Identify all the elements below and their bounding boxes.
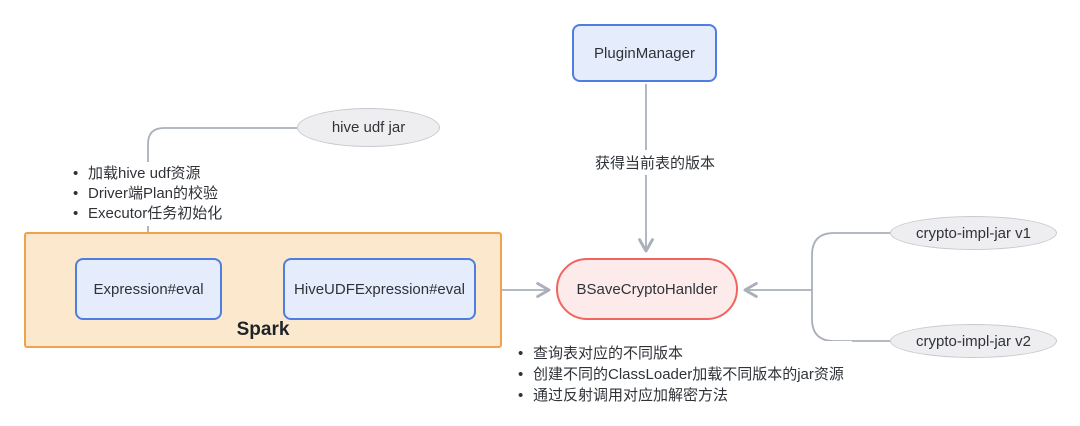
node-hive-udf-jar-label: hive udf jar (331, 119, 406, 136)
node-hive-udf-expression-eval: HiveUDFExpression#eval (283, 258, 476, 320)
node-crypto-impl-jar-v1-label: crypto-impl-jar v1 (915, 224, 1032, 242)
note-item: 查询表对应的不同版本 (513, 343, 844, 364)
node-expression-eval: Expression#eval (75, 258, 222, 320)
node-plugin-manager: PluginManager (572, 24, 717, 82)
node-crypto-impl-jar-v2-label: crypto-impl-jar v2 (915, 332, 1032, 350)
node-plugin-manager-label: PluginManager (594, 44, 695, 62)
node-hive-udf-jar: hive udf jar (297, 108, 440, 147)
node-expression-eval-label: Expression#eval (93, 280, 204, 298)
edge-cryptojars-fork (811, 232, 890, 342)
spark-group-label: Spark (236, 319, 290, 340)
handler-note-list: 查询表对应的不同版本 创建不同的ClassLoader加载不同版本的jar资源 … (513, 341, 852, 408)
node-bsave-crypto-handler-label: BSaveCryptoHanlder (576, 280, 718, 298)
hive-udf-note-list: 加载hive udf资源 Driver端Plan的校验 Executor任务初始… (68, 162, 231, 226)
note-item: Executor任务初始化 (68, 204, 222, 224)
node-crypto-impl-jar-v1: crypto-impl-jar v1 (890, 216, 1057, 250)
node-bsave-crypto-handler: BSaveCryptoHanlder (556, 258, 738, 320)
note-item: 创建不同的ClassLoader加载不同版本的jar资源 (513, 364, 844, 385)
note-item: 通过反射调用对应加解密方法 (513, 385, 844, 406)
note-item: 加载hive udf资源 (68, 164, 222, 184)
edge-label-get-table-version: 获得当前表的版本 (586, 150, 724, 175)
node-hive-udf-expression-eval-label: HiveUDFExpression#eval (294, 280, 465, 298)
edge-hiveudfjar-to-expression (140, 127, 297, 253)
node-crypto-impl-jar-v2: crypto-impl-jar v2 (890, 324, 1057, 358)
note-item: Driver端Plan的校验 (68, 184, 222, 204)
